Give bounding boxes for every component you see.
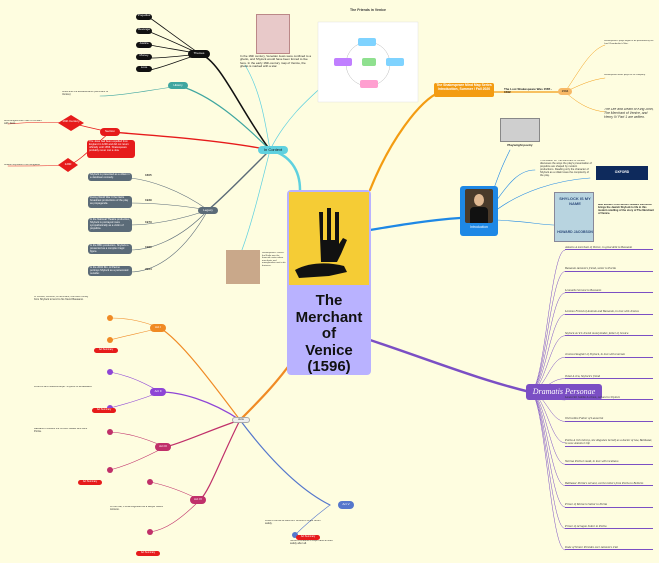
persona-connector bbox=[529, 391, 566, 465]
persona-item[interactable]: Launcelot Gobbo A clown, servant to Shyl… bbox=[565, 396, 653, 401]
wiki-note-a: Shakespeare's plays began to be performe… bbox=[604, 40, 654, 45]
persona-item[interactable]: Shylock A rich Jewish moneylender, fathe… bbox=[565, 332, 653, 337]
year-1605: 1605 bbox=[145, 174, 152, 177]
act5-extra: Some of Antonio's ships have arrived saf… bbox=[290, 540, 333, 545]
theme-prejudice[interactable]: Prejudice bbox=[136, 14, 152, 20]
legacy-node[interactable]: Legacy bbox=[198, 207, 218, 214]
act-subnode[interactable] bbox=[107, 429, 113, 435]
themes-hub[interactable]: Themes bbox=[188, 50, 210, 58]
persona-connector bbox=[529, 271, 566, 393]
jews-diamond[interactable]: 1290 bbox=[58, 158, 78, 172]
act-subnode[interactable] bbox=[147, 479, 153, 485]
friends-title: The Friends in Venice bbox=[350, 8, 386, 12]
playwright-label: Playwright poetry bbox=[507, 144, 533, 147]
friends-diagram bbox=[317, 21, 419, 103]
act3-note: Bassanio chooses the correct casket and … bbox=[34, 428, 88, 433]
persona-connector bbox=[529, 391, 566, 508]
persona-item[interactable]: Balthazar Portia's servant, carries lett… bbox=[565, 482, 653, 487]
book-cover: SHYLOCK IS MY NAME HOWARD JACOBSON bbox=[554, 192, 594, 242]
persona-item[interactable]: Prince of Morocco Suitor to Portia bbox=[565, 503, 653, 508]
persona-item[interactable]: Bassanio Antonio's friend, suitor to Por… bbox=[565, 267, 653, 272]
section-node[interactable]: Section bbox=[100, 128, 120, 136]
theme-money[interactable]: Money bbox=[136, 54, 152, 60]
persona-item[interactable]: Antonio A merchant of Venice, in great d… bbox=[565, 246, 653, 251]
act-3[interactable]: Act III bbox=[155, 443, 171, 451]
century-note: Most Englishmen had no contact with Jews bbox=[4, 120, 42, 125]
hands-icon bbox=[295, 208, 347, 278]
act-4[interactable]: Act IV bbox=[190, 496, 206, 504]
theme-justice[interactable]: Justice bbox=[136, 42, 152, 48]
context-hub[interactable]: In Context bbox=[258, 146, 288, 154]
dramatis-hub[interactable]: Dramatis Personae bbox=[526, 384, 602, 400]
history-note: Jews and the Elizabethans (Merchant of V… bbox=[62, 91, 109, 96]
act4-note: At the trial, Portia disguised as a lawy… bbox=[110, 506, 163, 511]
central-title: The Merchant of Venice (1596) bbox=[295, 292, 363, 375]
wiki-note-c: The Life and Death of King John, The Mer… bbox=[604, 108, 654, 119]
central-topic[interactable]: The Merchant of Venice (1596) bbox=[287, 190, 371, 375]
act4-summary[interactable]: Act Summary bbox=[136, 551, 160, 556]
persona-item[interactable]: Lorenzo Friend of Antonio and Bassanio, … bbox=[565, 310, 653, 315]
intro-node[interactable]: Introduction bbox=[460, 186, 498, 236]
central-image bbox=[289, 192, 369, 285]
persona-connector bbox=[529, 249, 566, 393]
act-subnode[interactable] bbox=[107, 369, 113, 375]
persona-connector bbox=[529, 391, 566, 529]
red-history-note: The Jews had been expelled from England … bbox=[87, 140, 135, 158]
act-subnode[interactable] bbox=[107, 337, 113, 343]
persona-item[interactable]: Leonardo Servant to Bassanio bbox=[565, 289, 653, 294]
year-1973: 1973 bbox=[145, 221, 152, 224]
legacy-note-1973: In the National Theatre production, Shyl… bbox=[88, 218, 132, 232]
legacy-note-1980: In the BBC production, Shylock is presen… bbox=[88, 244, 132, 254]
theme-revenge[interactable]: Revenge bbox=[136, 28, 152, 34]
act-subnode[interactable] bbox=[147, 529, 153, 535]
act-subnode[interactable] bbox=[107, 315, 113, 321]
series-title-node[interactable]: The Shakespeare Mind Map Series Introduc… bbox=[434, 83, 494, 97]
act3-summary[interactable]: Act Summary bbox=[78, 480, 102, 485]
persona-item[interactable]: Prince of Arragon Suitor to Portia bbox=[565, 525, 653, 529]
year-1594[interactable]: 1594 bbox=[558, 88, 572, 95]
century-diamond[interactable]: 16th Century bbox=[58, 115, 84, 131]
lost-years: The Lost Shakespeare Was 1585 - 1592 bbox=[504, 88, 553, 95]
year-1980: 1980 bbox=[145, 246, 152, 249]
act2-summary[interactable]: Act Summary bbox=[92, 408, 116, 413]
act1-summary[interactable]: Act Summary bbox=[94, 348, 118, 353]
shakespeare-portrait bbox=[465, 189, 493, 223]
globe-image bbox=[500, 118, 540, 142]
act-2[interactable]: Act II bbox=[150, 388, 166, 396]
persona-item[interactable]: Duke of Venice Presides over Antonio's t… bbox=[565, 546, 653, 551]
year-2004: 2004 bbox=[145, 268, 152, 271]
persona-item[interactable]: Nerissa Portia's maid, in love with Grat… bbox=[565, 460, 653, 465]
act5-summary[interactable]: Act Summary bbox=[296, 535, 320, 540]
intro-summary: This lesson on The Merchant of Venice di… bbox=[540, 160, 592, 177]
act2-note: Lorenzo and Jessica elope. Shylock is de… bbox=[34, 386, 93, 388]
rialto-image bbox=[226, 250, 260, 284]
persona-item[interactable]: Jessica Daughter of Shylock, in love wit… bbox=[565, 353, 653, 358]
jews-note: Jewish expulsion from England bbox=[4, 164, 40, 166]
wiki-note-b: Shakespeare writes plays for his company… bbox=[604, 74, 646, 76]
legacy-note-1939: During World War II the Nazis broadcast … bbox=[88, 196, 132, 208]
persona-item[interactable]: Old Gobbo Father of Launcelot bbox=[565, 417, 653, 422]
act-5[interactable]: Act V bbox=[338, 501, 354, 509]
act1-note: In Venice, Antonio, a merchant, borrows … bbox=[34, 296, 89, 301]
legacy-note-1605: Shylock is presented as a villain in a J… bbox=[88, 173, 132, 181]
act-1[interactable]: Act I bbox=[150, 324, 166, 332]
rialto-quote: Shakespeare's Venice: the Rialto was the… bbox=[262, 252, 286, 267]
venice-map-image bbox=[256, 14, 290, 54]
persona-item[interactable]: Portia A rich heiress, she disguises her… bbox=[565, 438, 653, 447]
act5-note: Lovers reunite at Belmont. Antonio's shi… bbox=[265, 520, 321, 525]
year-1939: 1939 bbox=[145, 199, 152, 202]
history-node[interactable]: History bbox=[168, 82, 188, 89]
legacy-note-2004: In the 2004 film, Al Pacino portrays Shy… bbox=[88, 266, 132, 276]
persona-connector bbox=[529, 292, 566, 393]
oxford-logo: OXFORD bbox=[596, 166, 648, 180]
persona-connector bbox=[529, 314, 566, 393]
book-note: Man Booker Prize winner Howard Jacobson … bbox=[598, 204, 654, 215]
venice-intro: In the 16th century, Venetian Jews were … bbox=[240, 55, 311, 69]
act-subnode[interactable] bbox=[107, 467, 113, 473]
persona-item[interactable]: Tubal A Jew, Shylock's friend bbox=[565, 375, 653, 379]
theme-love[interactable]: Love bbox=[136, 66, 152, 72]
acts-hub[interactable]: Acts bbox=[232, 417, 250, 423]
persona-connector bbox=[529, 391, 566, 551]
